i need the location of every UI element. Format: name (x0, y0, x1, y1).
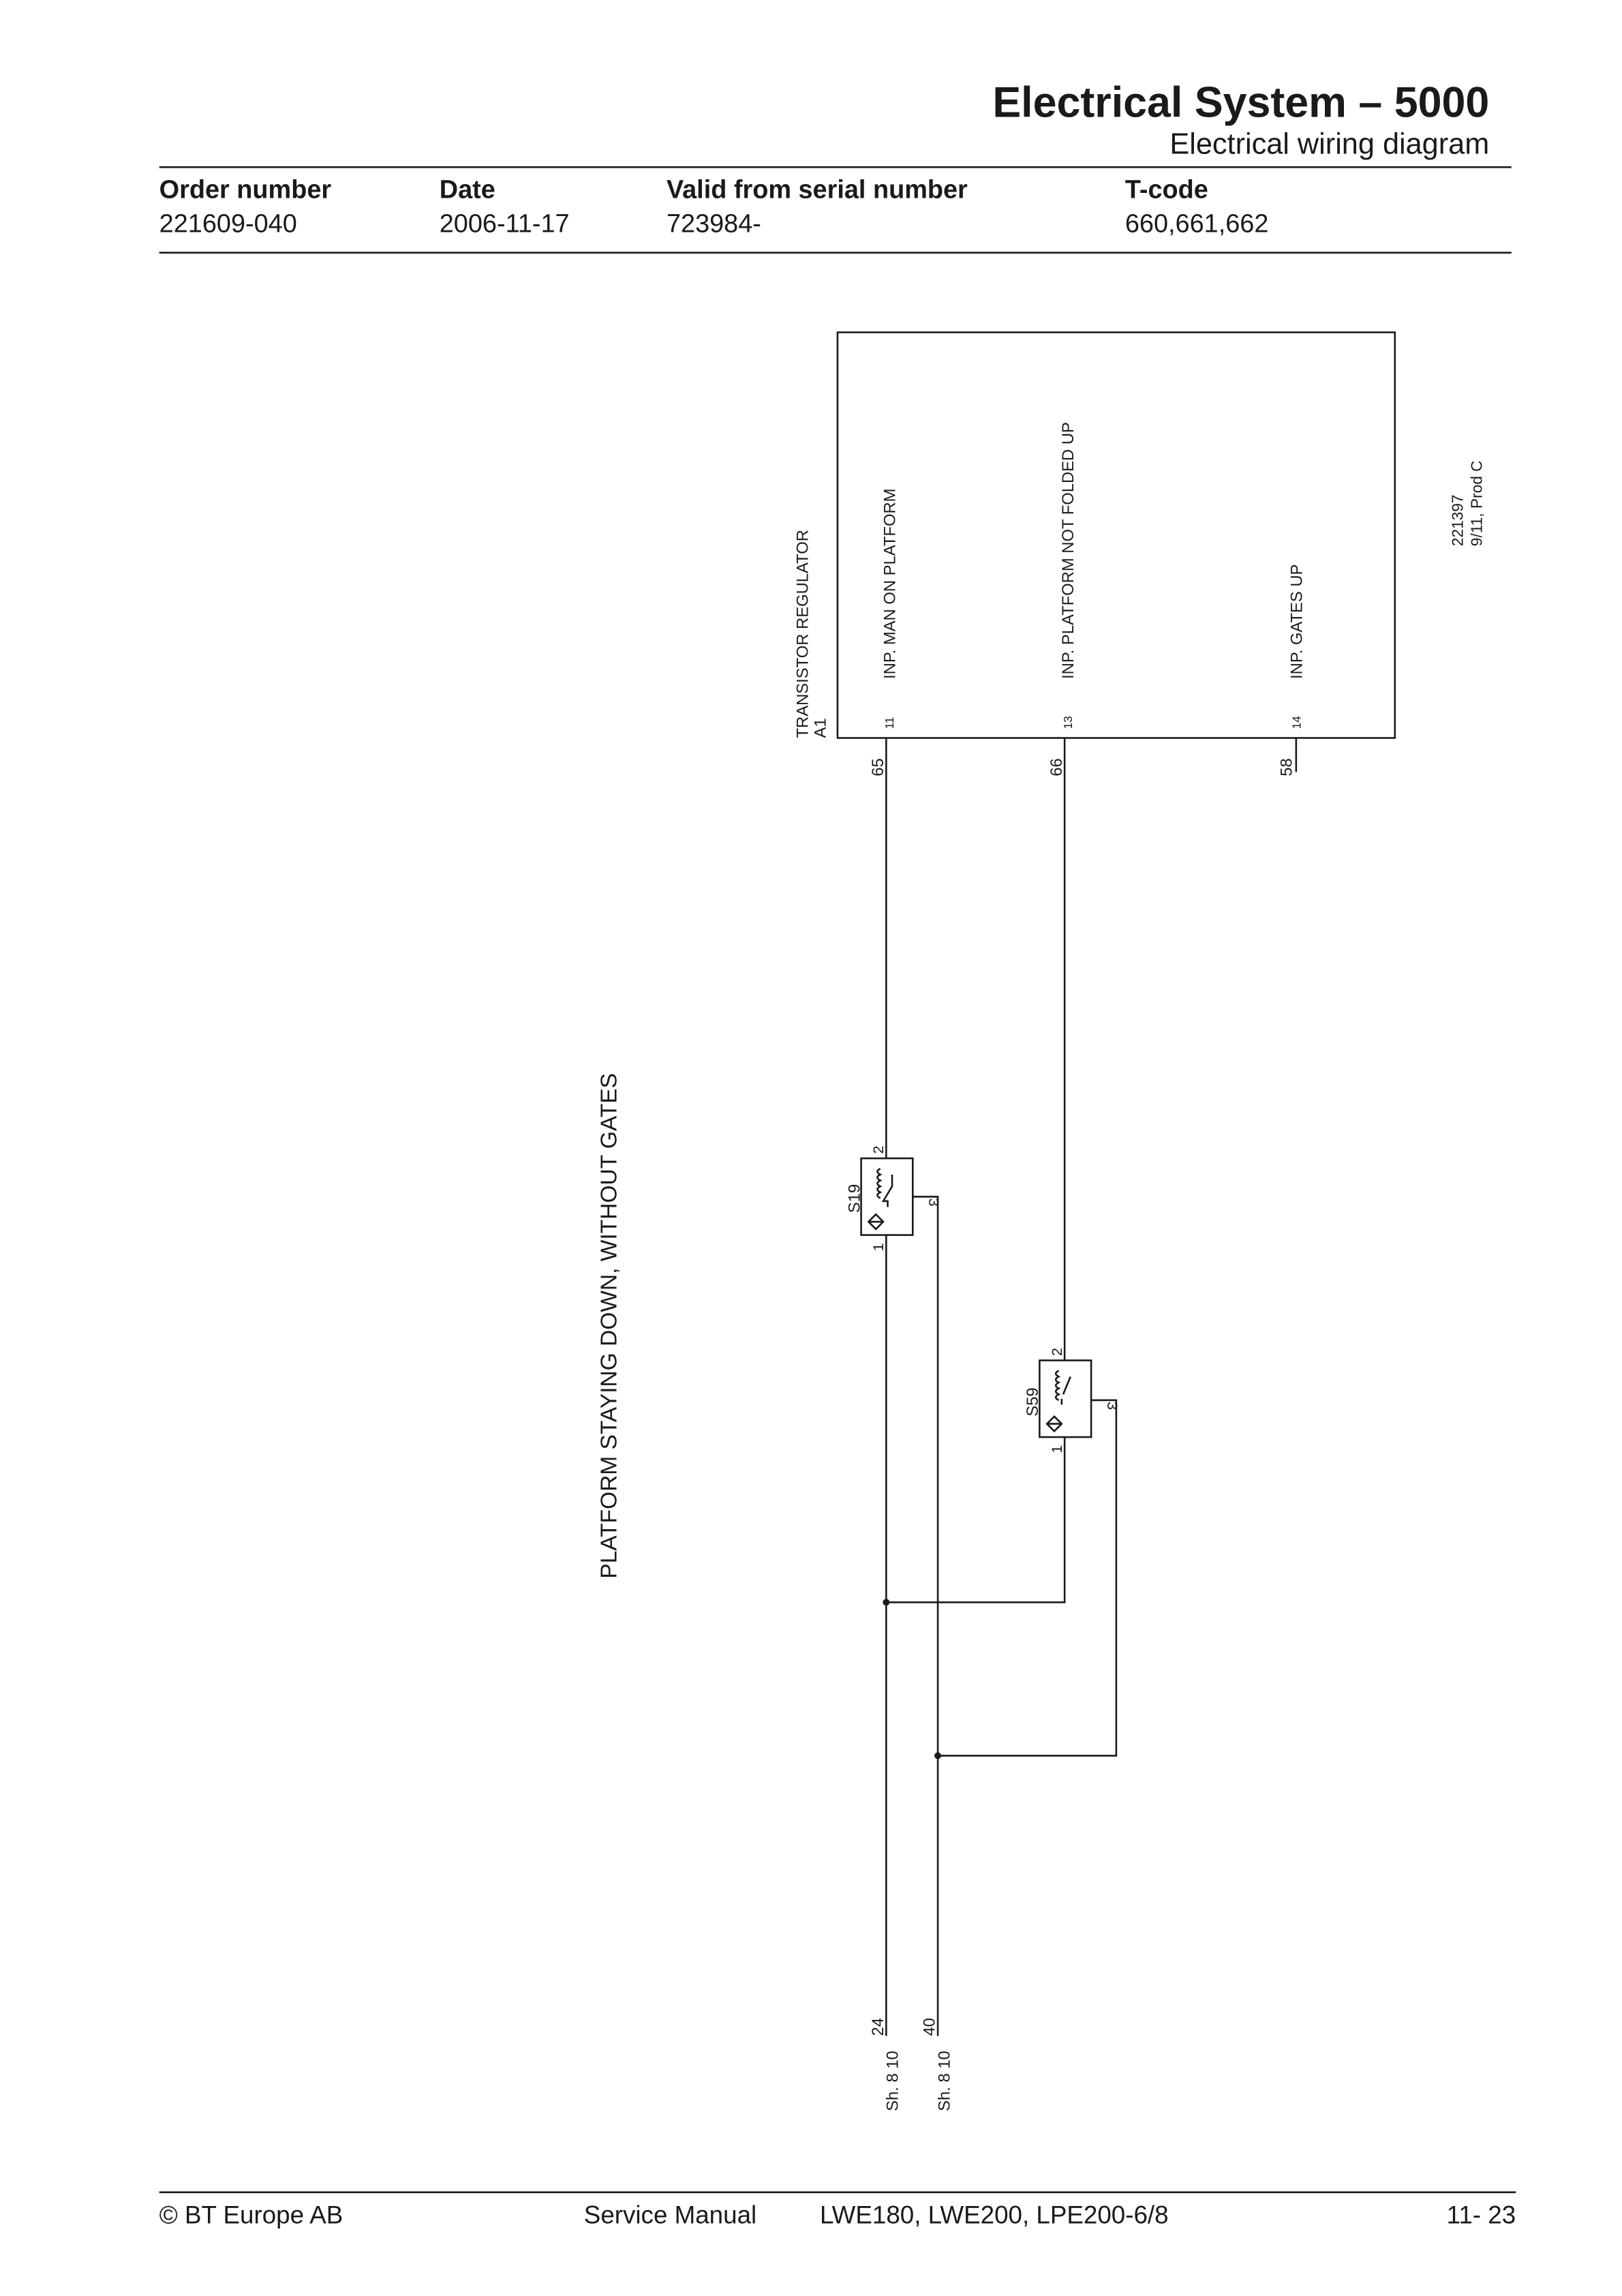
switch-s19: S19 2 1 3 (845, 1146, 943, 1252)
pin-11: 11 (883, 717, 896, 729)
s19-pin1: 1 (870, 1243, 887, 1251)
serial-value: 723984- (667, 209, 761, 238)
wires (883, 738, 1298, 2036)
s59-pin1: 1 (1048, 1445, 1065, 1453)
regulator-ref: A1 (812, 718, 830, 738)
footer-page-number: 11- 23 (1447, 2201, 1516, 2229)
regulator-note-1: 221397 (1448, 494, 1466, 546)
proximity-sensor-icon (867, 1213, 885, 1230)
s59-pin2: 2 (1048, 1348, 1065, 1356)
section-title: PLATFORM STAYING DOWN, WITHOUT GATES (596, 1073, 622, 1579)
proximity-sensor-icon (1045, 1415, 1063, 1433)
transistor-regulator-box (836, 331, 1396, 739)
pin-13-label: INP. PLATFORM NOT FOLDED UP (1059, 422, 1077, 679)
footer-copyright: © BT Europe AB (159, 2201, 343, 2229)
footer-manual: Service Manual (584, 2201, 756, 2229)
footer-models: LWE180, LWE200, LPE200-6/8 (820, 2201, 1169, 2229)
tcode-value: 660,661,662 (1125, 209, 1269, 238)
switch-contact-icon (881, 1174, 893, 1207)
switch-contact-icon (1060, 1376, 1071, 1405)
junction-dot (883, 1599, 890, 1606)
coil-icon (876, 1168, 883, 1199)
regulator-name: TRANSISTOR REGULATOR (794, 530, 812, 738)
pin-14-label: INP. GATES UP (1287, 564, 1306, 679)
s59-label: S59 (1024, 1387, 1042, 1416)
junction-dot (934, 1752, 942, 1759)
date-value: 2006-11-17 (440, 209, 570, 238)
wire-65-label: 65 (869, 758, 887, 776)
s19-pin2: 2 (870, 1146, 887, 1154)
serial-label: Valid from serial number (667, 176, 968, 205)
pin-14: 14 (1289, 716, 1303, 729)
output-40-reference: Sh. 8 10 (935, 2051, 953, 2111)
s19-pin3: 3 (925, 1198, 943, 1207)
date-label: Date (440, 176, 495, 205)
wire-24-label: 24 (869, 2018, 887, 2036)
wire-40-label: 40 (921, 2018, 939, 2036)
page-subtitle: Electrical wiring diagram (1169, 128, 1489, 161)
order-number-label: Order number (159, 176, 332, 205)
pin-13: 13 (1061, 716, 1075, 729)
output-24-reference: Sh. 8 10 (884, 2051, 902, 2111)
coil-icon (1054, 1370, 1061, 1402)
s59-pin3: 3 (1104, 1402, 1121, 1410)
tcode-label: T-code (1125, 176, 1208, 205)
wire-66-label: 66 (1047, 758, 1066, 776)
wire-58-label: 58 (1277, 758, 1296, 776)
page-title: Electrical System – 5000 (992, 79, 1489, 127)
pin-11-label: INP. MAN ON PLATFORM (881, 489, 899, 679)
switch-s59: S59 2 1 3 (1024, 1348, 1121, 1453)
order-number-value: 221609-040 (159, 209, 297, 238)
s19-label: S19 (845, 1184, 863, 1213)
regulator-note-2: 9/11, Prod C (1467, 460, 1485, 546)
